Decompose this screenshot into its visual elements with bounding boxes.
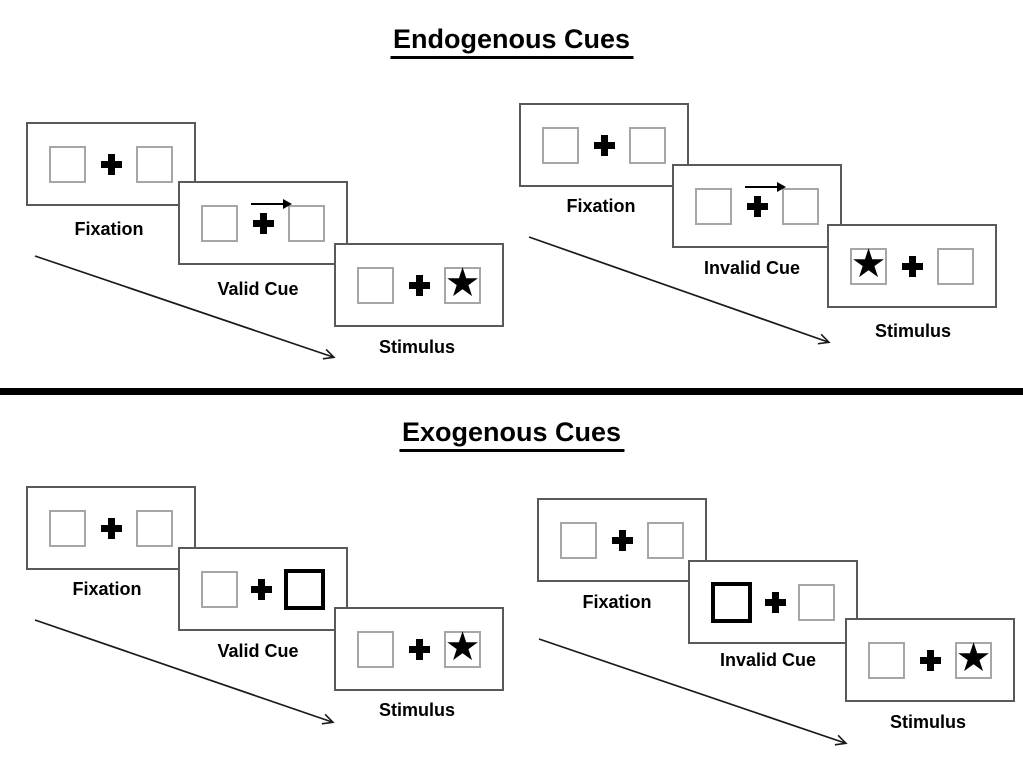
- plus-icon: [408, 274, 430, 296]
- card-label-stimulus: Stimulus: [874, 321, 952, 341]
- plus-icon: [611, 529, 633, 551]
- card-label-valid-cue: Valid Cue: [217, 641, 299, 661]
- cue-card: [178, 547, 348, 631]
- right-box-target: ★: [444, 624, 481, 670]
- fixation-cross-icon: [732, 166, 786, 246]
- section-title-exogenous: Exogenous Cues: [398, 417, 625, 452]
- plus-icon: [100, 153, 122, 175]
- plus-icon: [252, 212, 274, 234]
- card-label-stimulus: Stimulus: [889, 712, 967, 732]
- fixation-cross-icon: [887, 226, 937, 306]
- plus-icon: [746, 195, 768, 217]
- plus-icon: [593, 134, 615, 156]
- timeline-arrow-icon: [34, 619, 335, 725]
- left-box: [868, 641, 905, 679]
- right-box-target: ★: [955, 635, 992, 681]
- section-divider: [0, 388, 1023, 395]
- left-box: [201, 570, 238, 608]
- card-label-invalid-cue: Invalid Cue: [719, 650, 817, 670]
- plus-icon: [408, 638, 430, 660]
- fixation-cross-icon: [579, 105, 629, 185]
- left-box: [542, 126, 579, 164]
- fixation-card: [537, 498, 707, 582]
- card-label-fixation: Fixation: [566, 196, 636, 216]
- section-title-endogenous: Endogenous Cues: [389, 24, 634, 59]
- right-box: [782, 187, 819, 225]
- plus-icon: [250, 578, 272, 600]
- plus-icon: [919, 649, 941, 671]
- fixation-cross-icon: [905, 620, 955, 700]
- fixation-cross-icon: [86, 488, 136, 568]
- fixation-card: [26, 122, 196, 206]
- stimulus-card: ★: [827, 224, 997, 308]
- card-label-fixation: Fixation: [582, 592, 652, 612]
- card-label-invalid-cue: Invalid Cue: [703, 258, 801, 278]
- timeline-arrow-icon: [528, 236, 831, 345]
- right-box: [937, 247, 974, 285]
- plus-icon: [100, 517, 122, 539]
- right-box-highlighted-cue: [284, 568, 325, 610]
- right-box: [288, 204, 325, 242]
- fixation-cross-icon: [238, 549, 284, 629]
- timeline-arrow-icon: [34, 255, 336, 360]
- left-box: [49, 509, 86, 547]
- target-star-icon: ★: [444, 260, 481, 306]
- fixation-cross-icon: [394, 609, 444, 689]
- right-box: [136, 509, 173, 547]
- plus-icon: [901, 255, 923, 277]
- left-box: [560, 521, 597, 559]
- right-box: [647, 521, 684, 559]
- fixation-card: [26, 486, 196, 570]
- target-star-icon: ★: [444, 624, 481, 670]
- cue-arrow-right-icon: [745, 182, 786, 192]
- fixation-cross-icon: [752, 562, 798, 642]
- right-box: [629, 126, 666, 164]
- cue-card: [178, 181, 348, 265]
- fixation-card: [519, 103, 689, 187]
- right-box-target: ★: [444, 260, 481, 306]
- left-box: [49, 145, 86, 183]
- card-label-fixation: Fixation: [72, 579, 142, 599]
- card-label-fixation: Fixation: [74, 219, 144, 239]
- fixation-cross-icon: [597, 500, 647, 580]
- cue-arrow-right-icon: [251, 199, 292, 209]
- card-label-stimulus: Stimulus: [378, 700, 456, 720]
- card-label-valid-cue: Valid Cue: [217, 279, 299, 299]
- left-box-target: ★: [850, 241, 887, 287]
- stimulus-card: ★: [845, 618, 1015, 702]
- left-box: [695, 187, 732, 225]
- fixation-cross-icon: [86, 124, 136, 204]
- left-box: [357, 266, 394, 304]
- target-star-icon: ★: [850, 241, 887, 287]
- plus-icon: [764, 591, 786, 613]
- cue-card: [672, 164, 842, 248]
- left-box: [201, 204, 238, 242]
- left-box: [357, 630, 394, 668]
- fixation-cross-icon: [238, 183, 292, 263]
- right-box: [798, 583, 835, 621]
- stimulus-card: ★: [334, 607, 504, 691]
- left-box-highlighted-cue: [711, 581, 752, 623]
- fixation-cross-icon: [394, 245, 444, 325]
- target-star-icon: ★: [955, 635, 992, 681]
- card-label-stimulus: Stimulus: [378, 337, 456, 357]
- right-box: [136, 145, 173, 183]
- stimulus-card: ★: [334, 243, 504, 327]
- cue-card: [688, 560, 858, 644]
